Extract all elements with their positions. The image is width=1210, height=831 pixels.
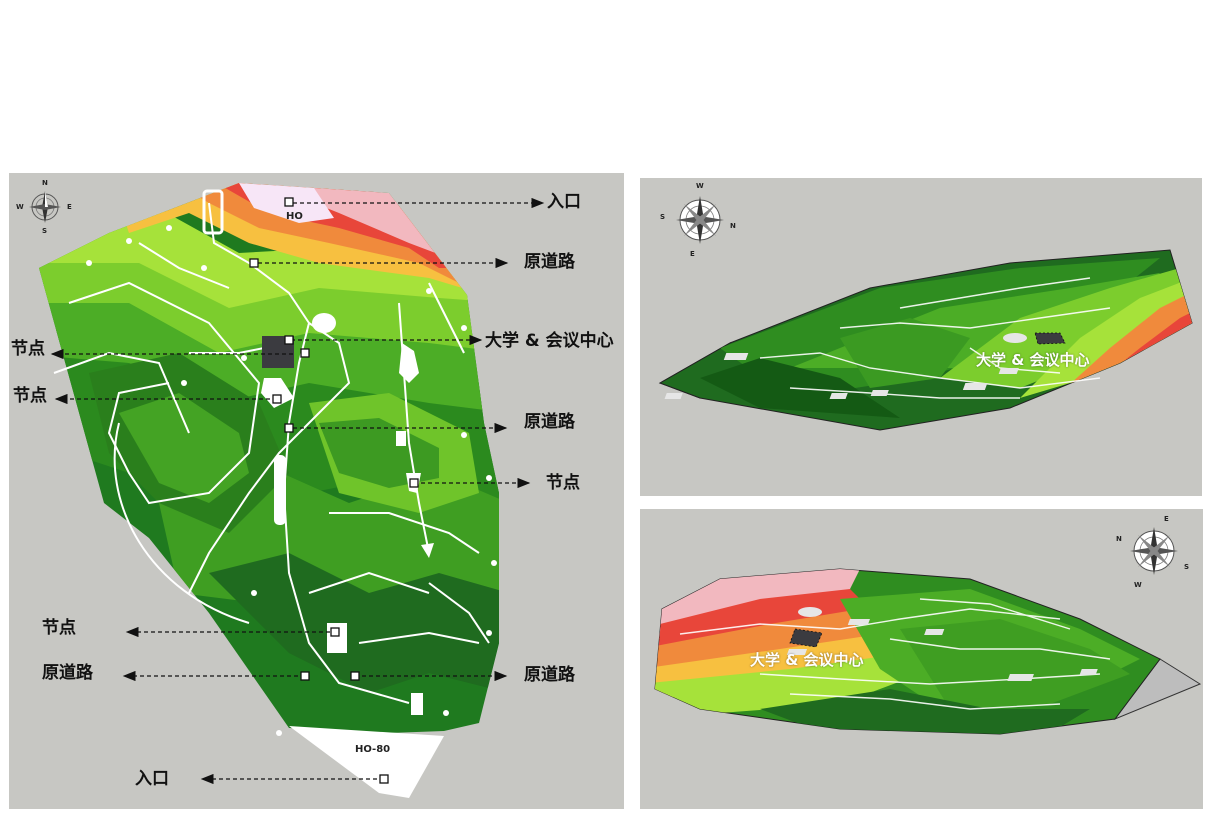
compass-e: E	[1164, 515, 1169, 523]
label-node-3: 节点	[546, 473, 580, 493]
elevation-tag-top: HO	[286, 211, 303, 222]
compass-w: W	[1134, 581, 1142, 589]
compass-rose-icon: E N S W	[1114, 513, 1194, 589]
label-node-1: 节点	[11, 339, 45, 359]
label-node-4: 节点	[42, 618, 76, 638]
label-original-road-3: 原道路	[42, 663, 93, 683]
site-plan-panel: N S W E HO HO-80 入口 原道路 节点 大学 & 会议中心 节点 …	[9, 173, 624, 809]
label-conference-center: 大学 & 会议中心	[485, 331, 614, 351]
compass-n: N	[1116, 535, 1122, 543]
entrance-plaza-bottom	[289, 726, 444, 798]
perspective-model-bottom	[654, 568, 1202, 735]
compass-rose-icon: N S W E	[15, 179, 75, 235]
perspective-view-top-panel: W S N E 大学 & 会议中心	[640, 178, 1202, 496]
label-entrance-top: 入口	[547, 192, 581, 212]
compass-w: W	[696, 182, 704, 190]
label-conference-center-bottom: 大学 & 会议中心	[750, 651, 864, 669]
label-node-2: 节点	[13, 386, 47, 406]
white-structures	[202, 189, 434, 715]
conference-center-building-bottom	[789, 628, 823, 648]
label-original-road-1: 原道路	[524, 252, 575, 272]
conference-center-building-top	[1034, 332, 1066, 345]
compass-e: E	[690, 250, 695, 258]
compass-n: N	[42, 179, 48, 187]
path-network	[53, 202, 490, 704]
compass-rose-icon: W S N E	[660, 182, 740, 258]
elevation-tag-bottom: HO-80	[355, 744, 391, 755]
label-conference-center-top: 大学 & 会议中心	[976, 351, 1090, 369]
compass-n: N	[730, 222, 736, 230]
compass-e: E	[67, 203, 72, 211]
compass-s: S	[42, 227, 48, 235]
compass-w: W	[16, 203, 24, 211]
label-original-road-2: 原道路	[524, 412, 575, 432]
label-original-road-4: 原道路	[524, 665, 575, 685]
site-contour-map	[39, 183, 545, 798]
perspective-model-top	[658, 249, 1193, 431]
compass-s: S	[1184, 563, 1190, 571]
perspective-view-bottom-panel: E N S W 大学 & 会议中心	[640, 509, 1203, 809]
label-entrance-bottom: 入口	[135, 769, 169, 789]
compass-s: S	[660, 213, 666, 221]
